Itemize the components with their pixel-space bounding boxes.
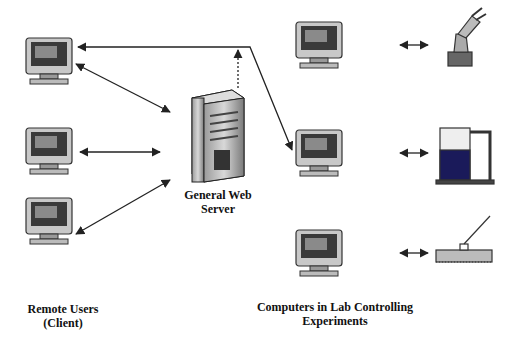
tank-apparatus: [436, 128, 494, 184]
server-node: General Web Server: [170, 84, 266, 216]
connectors: [76, 45, 428, 253]
lab-computer: [296, 130, 342, 176]
group-label: Remote Users (Client): [8, 302, 118, 330]
server-icon: [170, 84, 266, 184]
group-label: Computers in Lab Controlling Experiments: [245, 300, 425, 328]
lab-computer: [296, 22, 342, 68]
beam-apparatus: [436, 216, 492, 262]
client-computer: [26, 38, 72, 84]
client-computer: [26, 128, 72, 174]
lab-computer: [296, 230, 342, 276]
client-computer: [26, 198, 72, 244]
server-label: General Web Server: [178, 188, 258, 216]
robot-arm: [448, 8, 486, 66]
